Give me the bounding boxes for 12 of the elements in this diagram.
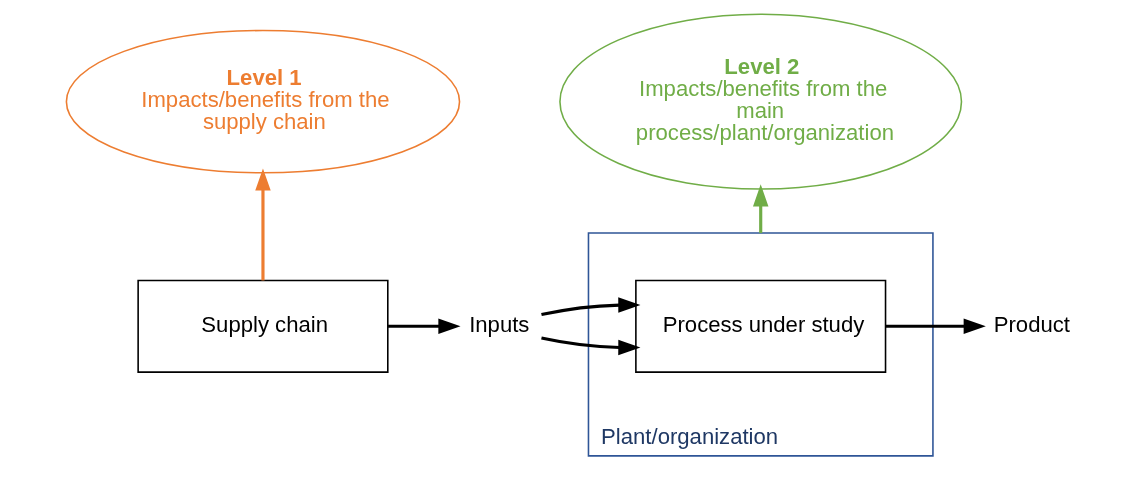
node-ellipse: Level 2 Impacts/benefits from the main process/plant/organization: [558, 13, 962, 190]
arrow: [540, 336, 640, 356]
arrow: [885, 318, 986, 335]
node-ellipse: Level 1 Impacts/benefits from the supply chain: [65, 29, 460, 174]
node-box: Process under study: [634, 279, 886, 373]
arrow: [540, 297, 640, 317]
arrow: [387, 318, 460, 335]
arrow: [752, 184, 768, 234]
node-text: Product: [993, 312, 1070, 338]
node-text: Inputs: [468, 312, 529, 338]
node-box: Supply chain: [136, 279, 389, 373]
arrow: [254, 168, 271, 281]
